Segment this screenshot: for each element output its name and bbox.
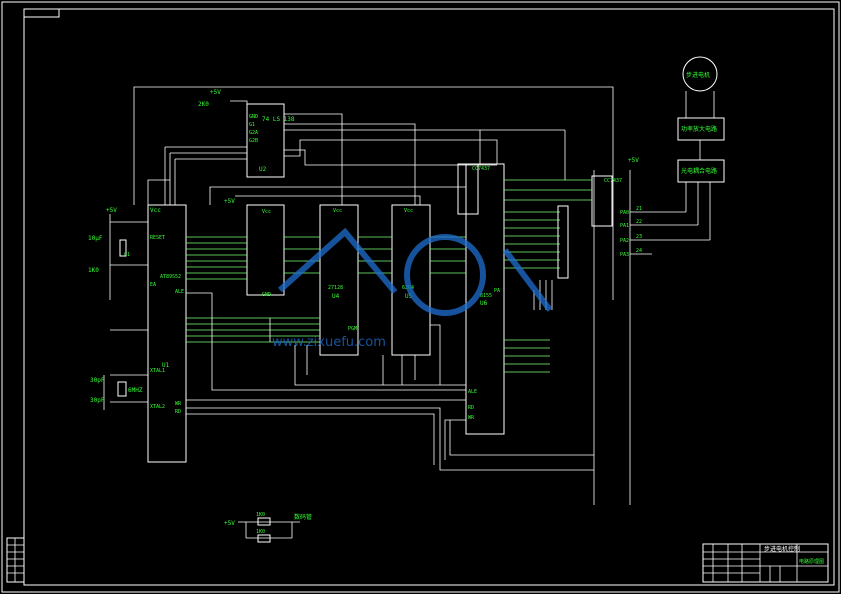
u1-pin-rd-label: RD bbox=[175, 409, 181, 415]
u6-part-label: 8155 bbox=[480, 293, 492, 299]
u1-pin-reset-label: RESET bbox=[150, 235, 165, 241]
u5-sram: Vcc 6264 U5 bbox=[391, 204, 431, 356]
svg-text:WR: WR bbox=[468, 415, 475, 421]
svg-text:1K0: 1K0 bbox=[256, 529, 265, 535]
svg-text:GND: GND bbox=[262, 292, 271, 298]
vcc-label-u1: +5V bbox=[106, 207, 117, 214]
vcc-label-u8: +5V bbox=[628, 157, 639, 164]
svg-text:21: 21 bbox=[636, 206, 642, 212]
u2-decoder: 74 LS 138 U2 GND G1 G2A G2B bbox=[246, 103, 295, 178]
vcc-label-u2: +5V bbox=[210, 89, 221, 96]
svg-text:G2B: G2B bbox=[249, 138, 258, 144]
corner-tag bbox=[23, 8, 60, 18]
r2-label: 2K0 bbox=[198, 101, 209, 108]
iso-label: 光电耦合电路 bbox=[681, 167, 717, 175]
svg-text:RD: RD bbox=[468, 405, 474, 411]
svg-text:PGM: PGM bbox=[348, 326, 357, 332]
vcc-label-memory: +5V bbox=[224, 198, 235, 205]
u5-ref-label: U5 bbox=[405, 293, 413, 300]
output-pin-labels: PA0 PA1 PA2 PA3 21 22 23 24 bbox=[620, 206, 642, 258]
svg-text:PA2: PA2 bbox=[620, 238, 629, 244]
c3-label: 30pF bbox=[90, 397, 105, 404]
u8-buffer: CC7437 bbox=[591, 175, 622, 227]
u4-eprom: Vcc 27128 U4 PGM bbox=[319, 204, 359, 356]
xtal-label: 6MHZ bbox=[128, 387, 143, 394]
svg-text:C1: C1 bbox=[124, 252, 130, 258]
svg-text:Vcc: Vcc bbox=[404, 208, 413, 214]
motor-label: 步进电机 bbox=[686, 71, 710, 79]
stepper-motor: 步进电机 bbox=[682, 56, 718, 92]
opto-isolator-block: 光电耦合电路 bbox=[677, 159, 725, 183]
svg-text:CC7437: CC7437 bbox=[472, 166, 490, 172]
reset-circuit: 10μF 1K0 C1 bbox=[88, 214, 148, 300]
u4-ref-label: U4 bbox=[332, 293, 340, 300]
svg-text:24: 24 bbox=[636, 248, 642, 254]
left-revision-table bbox=[6, 537, 25, 583]
u2-ref-label: U2 bbox=[259, 166, 267, 173]
u1-pin-xtal1-label: XTAL1 bbox=[150, 368, 165, 374]
title-block-sheet: 电路原理图 bbox=[799, 558, 824, 565]
r1-label: 1K0 bbox=[88, 267, 99, 274]
svg-text:+5V: +5V bbox=[224, 520, 235, 527]
u1-pin-ea-label: EA bbox=[150, 282, 156, 288]
u1-part-label: AT89S52 bbox=[160, 274, 181, 280]
u6-ref-label: U6 bbox=[480, 300, 488, 307]
watermark-url: www.zixuefu.com bbox=[272, 335, 386, 350]
svg-text:PA1: PA1 bbox=[620, 223, 629, 229]
u1-pin-ale-label: ALE bbox=[175, 289, 184, 295]
svg-text:GND: GND bbox=[249, 114, 258, 120]
u6-io-expander: 8155 U6 ALE RD WR PA bbox=[465, 163, 505, 435]
title-block-name: 步进电机控制 bbox=[764, 545, 800, 553]
u3-latch: Vcc GND bbox=[246, 204, 285, 298]
u7-buffer: CC7437 bbox=[457, 163, 490, 215]
led-circuit: +5V 1K0 1K0 数码管 bbox=[224, 512, 312, 543]
c1-label: 10μF bbox=[88, 235, 103, 242]
u1-pin-vcc-label: Vcc bbox=[150, 207, 161, 214]
svg-text:PA0: PA0 bbox=[620, 210, 629, 216]
svg-text:ALE: ALE bbox=[468, 389, 477, 395]
svg-text:数码管: 数码管 bbox=[294, 513, 312, 521]
amp-label: 功率放大电路 bbox=[681, 125, 717, 133]
u1-pin-xtal2-label: XTAL2 bbox=[150, 404, 165, 410]
title-block: 步进电机控制 电路原理图 bbox=[702, 543, 829, 583]
svg-text:22: 22 bbox=[636, 219, 642, 225]
svg-text:G2A: G2A bbox=[249, 130, 258, 136]
svg-text:G1: G1 bbox=[249, 122, 255, 128]
u1-microcontroller: Vcc RESET EA ALE AT89S52 XTAL1 XTAL2 WR … bbox=[147, 204, 187, 463]
svg-text:1K0: 1K0 bbox=[256, 512, 265, 518]
svg-text:Vcc: Vcc bbox=[262, 209, 271, 215]
crystal-circuit: 30pF 30pF 6MHZ bbox=[90, 374, 148, 410]
svg-text:PA: PA bbox=[494, 288, 500, 294]
motor-wiring bbox=[593, 91, 715, 505]
c2-label: 30pF bbox=[90, 377, 105, 384]
u1-ref-label: U1 bbox=[162, 362, 170, 369]
inner-border bbox=[23, 8, 835, 586]
svg-text:23: 23 bbox=[636, 234, 642, 240]
u2-part-label: 74 LS 138 bbox=[262, 116, 295, 123]
svg-text:Vcc: Vcc bbox=[333, 208, 342, 214]
u4-part-label: 27128 bbox=[328, 285, 343, 291]
u1-pin-wr-label: WR bbox=[175, 401, 182, 407]
svg-text:PA3: PA3 bbox=[620, 252, 629, 258]
power-amp-block: 功率放大电路 bbox=[677, 117, 725, 141]
bus-wiring bbox=[110, 86, 614, 471]
watermark: www.zixuefu.com bbox=[272, 227, 553, 350]
